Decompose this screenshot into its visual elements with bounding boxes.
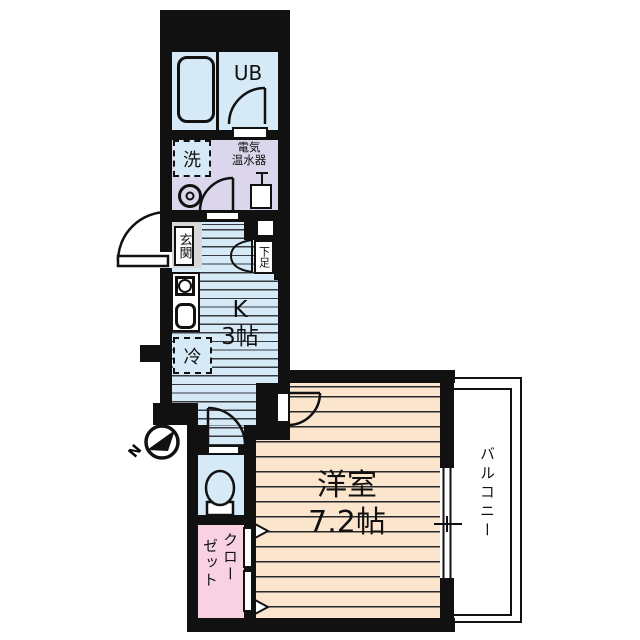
kitchen-label-line1: K <box>232 297 248 323</box>
bathtub <box>177 56 215 123</box>
fridge-label: 冷 <box>183 346 202 368</box>
kitchen-sink <box>175 303 196 329</box>
entrance-label-box: 玄関 <box>174 226 194 266</box>
wall-toilet-closet <box>198 515 244 525</box>
wall-col-left <box>187 425 198 625</box>
kitchen-floor-lower <box>207 425 245 445</box>
room-unit-bath <box>172 52 278 140</box>
slide-arrow-top-icon <box>254 522 271 540</box>
wall-room-right-bottom <box>440 578 454 632</box>
shoe-box: 下足 <box>254 240 274 274</box>
compass-icon: N <box>126 424 180 461</box>
wall-step <box>153 403 198 425</box>
kitchen-label: K 3帖 <box>214 297 266 351</box>
washer-label: 洗 <box>183 149 201 171</box>
entrance-door-icon <box>116 210 170 268</box>
wall-kitchen-toilet <box>198 425 207 455</box>
threshold-room-door <box>276 392 290 423</box>
western-room-label: 洋室 7.2帖 <box>277 467 417 541</box>
closet-slide-panel-1 <box>243 527 253 568</box>
threshold-ub-door <box>232 127 268 139</box>
closet-label-col-left: ゼット <box>201 538 219 589</box>
toilet-icon <box>204 469 236 517</box>
water-heater-label-line1: 電気 <box>237 140 261 154</box>
water-heater-label-line2: 温水器 <box>231 153 267 167</box>
western-room-label-line2: 7.2帖 <box>308 505 386 540</box>
pipe-space-box <box>258 221 273 235</box>
western-room-label-line1: 洋室 <box>317 468 377 503</box>
kitchen-label-line2: 3帖 <box>221 324 259 350</box>
ub-door-icon <box>227 86 267 125</box>
wall-kitchen-room-s <box>244 425 256 455</box>
drain-icon <box>178 184 202 208</box>
room-door-icon <box>287 391 322 427</box>
slide-arrow-bottom-icon <box>254 598 271 616</box>
shoe-cabinet-door-icon <box>230 239 253 273</box>
shoe-box-label: 下足 <box>257 246 271 268</box>
balcony-label: バルコニー <box>478 446 496 541</box>
wall-shoebox <box>274 236 290 280</box>
balcony-inner-rail <box>452 388 512 616</box>
water-heater-unit <box>250 184 272 209</box>
wall-room-right-top <box>440 370 454 468</box>
water-heater-label: 電気 温水器 <box>224 141 274 167</box>
fridge-box: 冷 <box>173 337 212 374</box>
closet-slide-panel-2 <box>243 570 253 612</box>
burner-circle-icon <box>178 279 192 293</box>
compass-north-label: N <box>126 442 146 461</box>
wall-room-top <box>278 370 455 383</box>
wall-bottom <box>187 618 455 632</box>
wall-bump <box>140 345 160 362</box>
threshold-toilet-door <box>207 445 240 455</box>
unit-bath-label: UB <box>233 61 263 85</box>
wall-left-lower <box>160 268 172 425</box>
washing-machine-box: 洗 <box>173 140 211 177</box>
heater-pipe-icon <box>256 172 268 184</box>
window-icon <box>434 468 462 578</box>
threshold-heater-door <box>205 211 240 221</box>
heater-room-door-icon <box>198 176 235 212</box>
entrance-label: 玄関 <box>176 233 192 259</box>
ub-divider-wall <box>216 52 219 130</box>
room-closet <box>198 525 244 618</box>
wall-top-band <box>160 10 290 52</box>
toilet-door-icon <box>206 406 247 446</box>
wall-thr-right <box>240 445 245 455</box>
wall-ub-heater <box>172 130 278 140</box>
wall-left-upper <box>160 52 172 252</box>
closet-label-col-right: クロー <box>221 532 239 583</box>
